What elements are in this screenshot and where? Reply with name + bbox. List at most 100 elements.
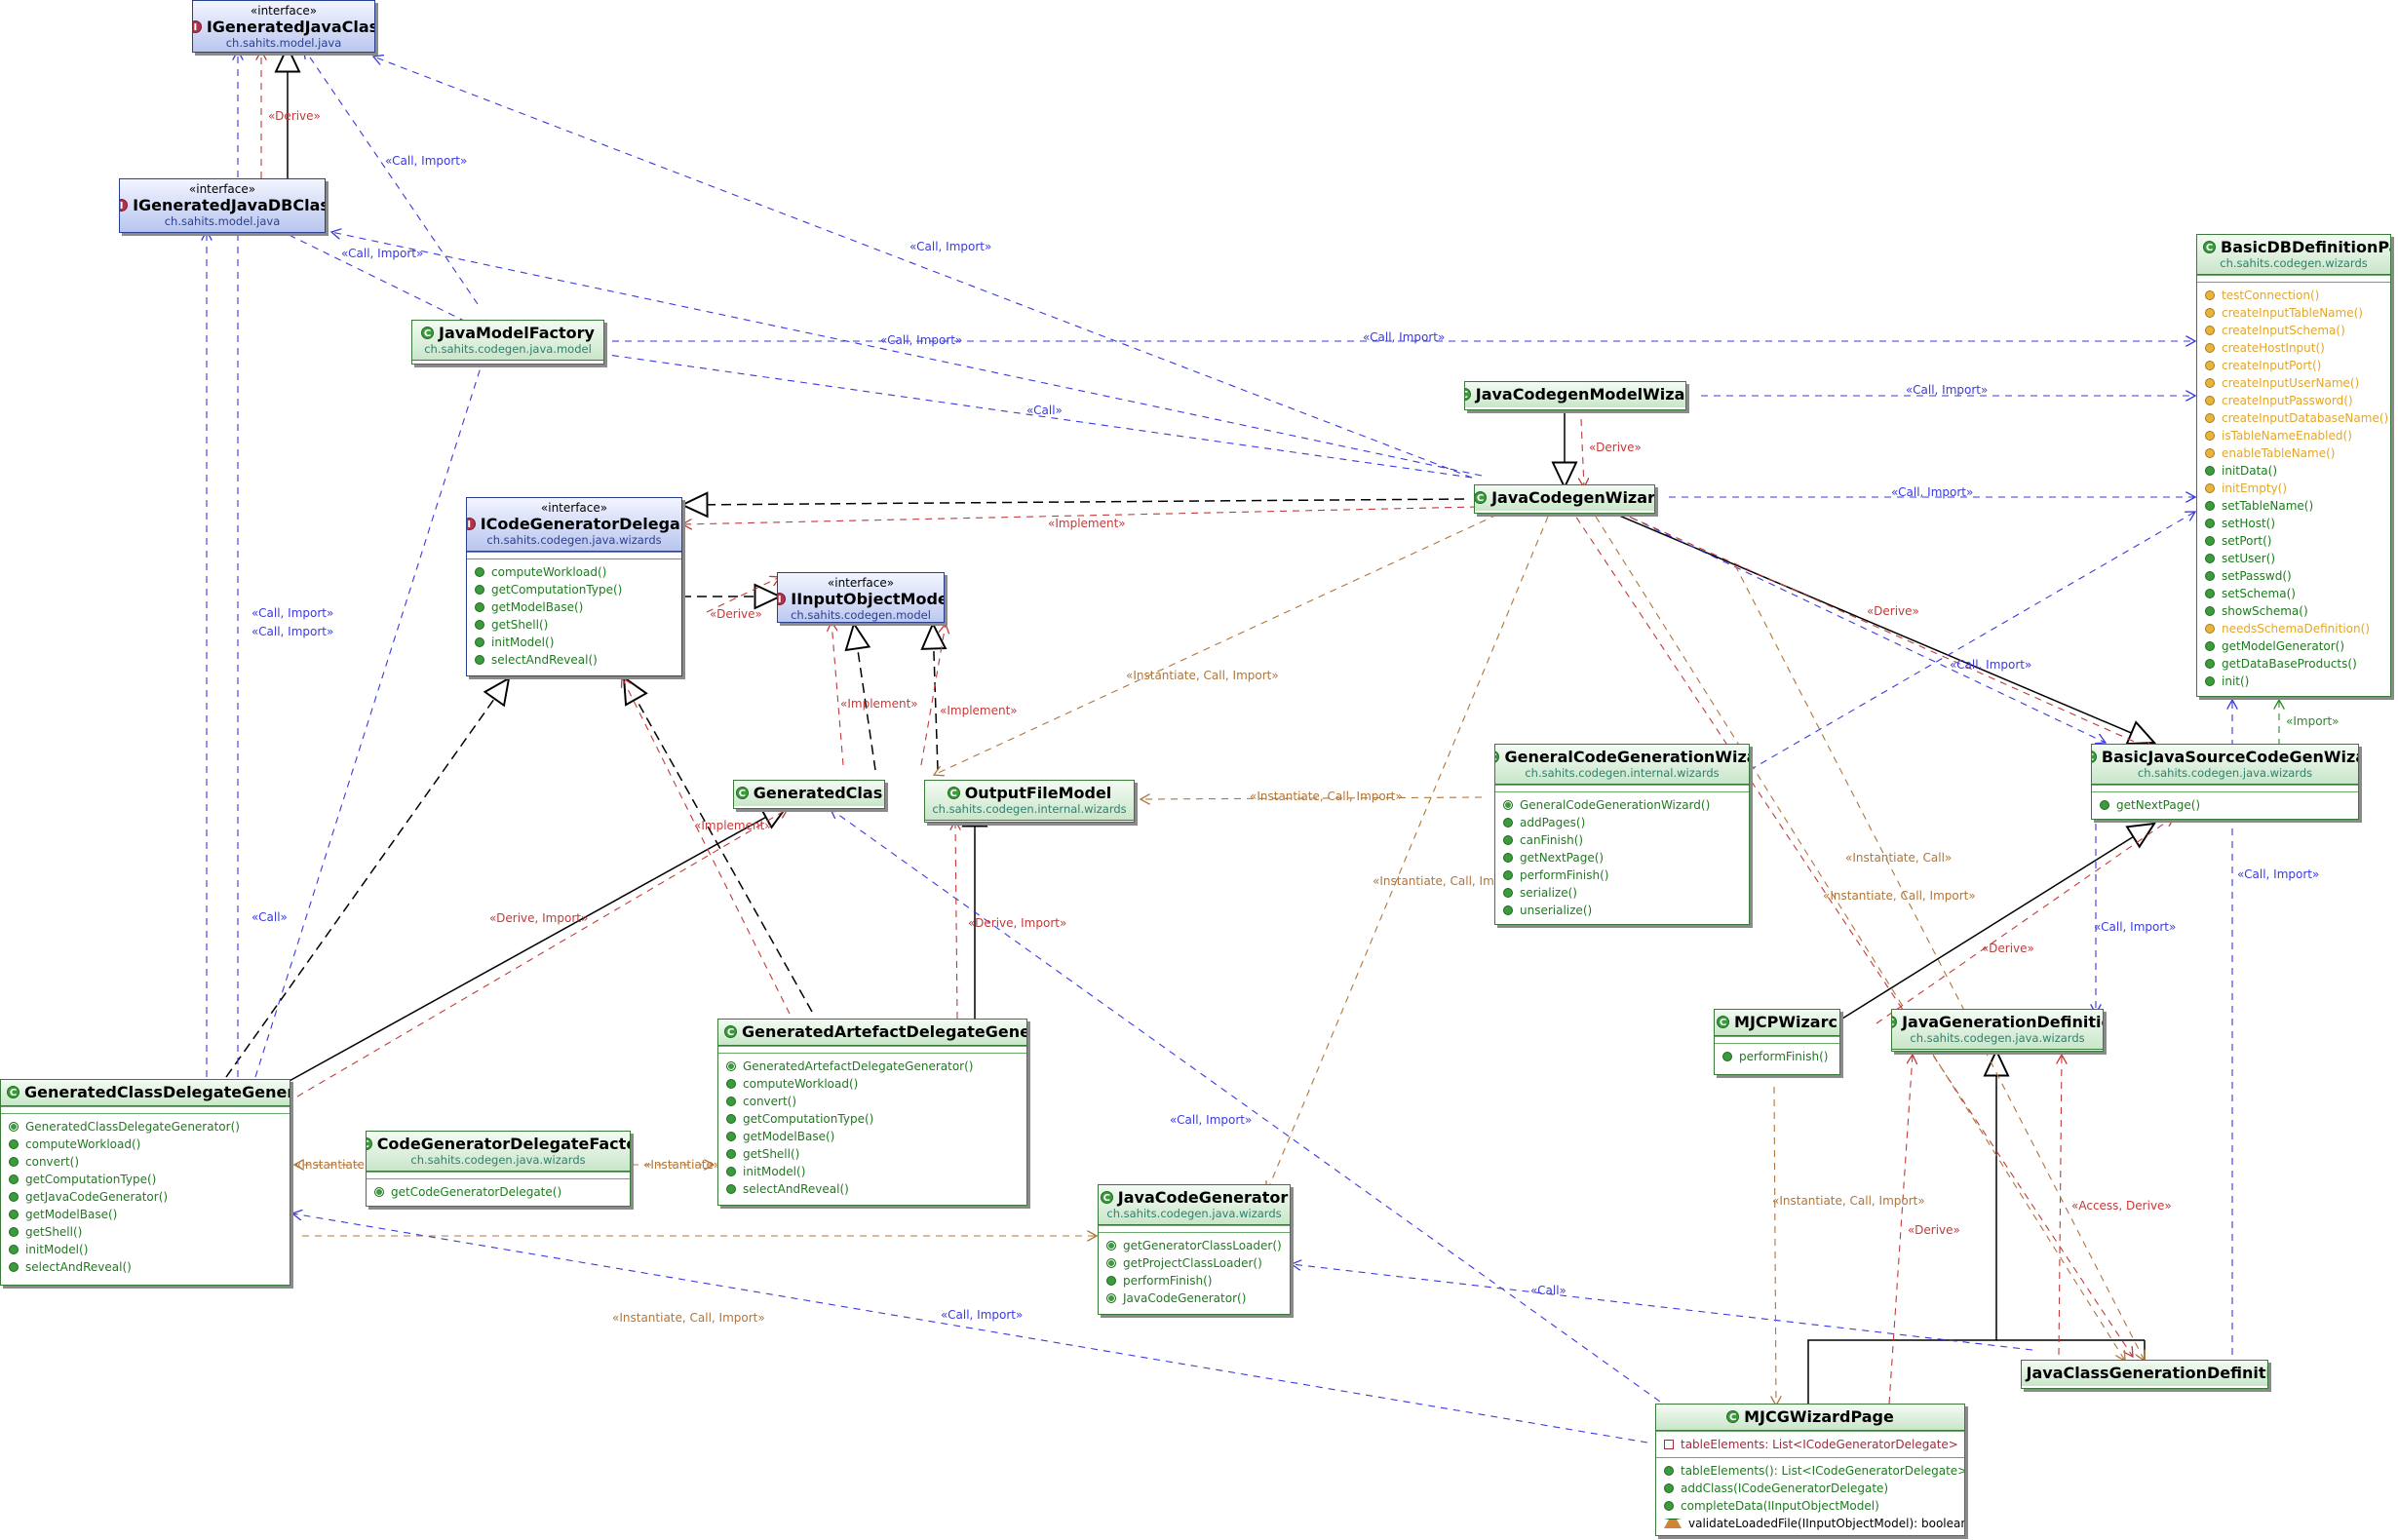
class-name: IGeneratedJavaClas (206, 18, 375, 36)
class-basicdbdefinitionpage[interactable]: CBasicDBDefinitionPag ch.sahits.codegen.… (2196, 234, 2391, 697)
method[interactable]: getShell() (718, 1145, 1026, 1163)
method[interactable]: showSchema() (2197, 602, 2390, 620)
method[interactable]: GeneratedClassDelegateGenerator() (1, 1118, 290, 1136)
method[interactable]: getModelBase() (718, 1128, 1026, 1145)
method[interactable]: serialize() (1495, 884, 1749, 902)
method[interactable]: createInputDatabaseName() (2197, 409, 2390, 427)
method[interactable]: initEmpty() (2197, 480, 2390, 497)
method[interactable]: setTableName() (2197, 497, 2390, 515)
method[interactable]: createInputUserName() (2197, 374, 2390, 392)
edge-label: «Call» (1026, 404, 1063, 417)
method[interactable]: performFinish() (1495, 866, 1749, 884)
method[interactable]: GeneratedArtefactDelegateGenerator() (718, 1058, 1026, 1075)
method[interactable]: setHost() (2197, 515, 2390, 532)
method[interactable]: getModelBase() (467, 598, 681, 616)
method[interactable]: createInputSchema() (2197, 322, 2390, 339)
method[interactable]: selectAndReveal() (467, 651, 681, 669)
method[interactable]: testConnection() (2197, 287, 2390, 304)
method[interactable]: setPort() (2197, 532, 2390, 550)
method-list: testConnection()createInputTableName()cr… (2197, 282, 2390, 694)
class-name: JavaCodeGenerator (1117, 1188, 1289, 1207)
class-javaclassgenerationdefinitic[interactable]: CJavaClassGenerationDefinitic (2021, 1360, 2268, 1389)
method[interactable]: addPages() (1495, 814, 1749, 831)
method-list: performFinish() (1715, 1043, 1839, 1069)
method[interactable]: getModelGenerator() (2197, 637, 2390, 655)
method[interactable]: getDataBaseProducts() (2197, 655, 2390, 673)
method[interactable]: setUser() (2197, 550, 2390, 567)
method[interactable]: computeWorkload() (467, 563, 681, 581)
method[interactable]: initModel() (718, 1163, 1026, 1180)
method[interactable]: getCodeGeneratorDelegate() (367, 1183, 630, 1201)
method[interactable]: createInputPort() (2197, 357, 2390, 374)
method-list: GeneratedClassDelegateGenerator() comput… (1, 1113, 290, 1280)
package-name: ch.sahits.codegen.model (791, 608, 931, 622)
class-name: JavaGenerationDefinitic (1902, 1013, 2104, 1031)
method[interactable]: isTableNameEnabled() (2197, 427, 2390, 444)
method[interactable]: initModel() (1, 1241, 290, 1258)
method[interactable]: selectAndReveal() (1, 1258, 290, 1276)
edge-label: «Instantiate, Call, Import» (612, 1311, 765, 1325)
method[interactable]: getModelBase() (1, 1206, 290, 1223)
class-generalcodegenerationwiza[interactable]: CGeneralCodeGenerationWiza ch.sahits.cod… (1494, 744, 1750, 925)
class-javagenerationdefinitic[interactable]: CJavaGenerationDefinitic ch.sahits.codeg… (1891, 1009, 2104, 1052)
method[interactable]: tableElements(): List<ICodeGeneratorDele… (1656, 1462, 1964, 1480)
class-codegeneratordelegatefacto[interactable]: CCodeGeneratorDelegateFacto ch.sahits.co… (366, 1131, 631, 1207)
method[interactable]: getComputationType() (718, 1110, 1026, 1128)
method[interactable]: GeneralCodeGenerationWizard() (1495, 796, 1749, 814)
field[interactable]: tableElements: List<ICodeGeneratorDelega… (1656, 1436, 1964, 1453)
method[interactable]: initModel() (467, 634, 681, 651)
method[interactable]: initData() (2197, 462, 2390, 480)
edge-label: «Implement» (694, 819, 772, 832)
method[interactable]: createHostInput() (2197, 339, 2390, 357)
method[interactable]: computeWorkload() (1, 1136, 290, 1153)
method[interactable]: getGeneratorClassLoader() (1099, 1237, 1290, 1254)
edge (254, 346, 487, 1078)
method[interactable]: selectAndReveal() (718, 1180, 1026, 1198)
method[interactable]: getComputationType() (467, 581, 681, 598)
method[interactable]: performFinish() (1715, 1048, 1839, 1065)
method[interactable]: getComputationType() (1, 1171, 290, 1188)
method[interactable]: enableTableName() (2197, 444, 2390, 462)
class-basicjavasourcecodegenwiza[interactable]: CBasicJavaSourceCodeGenWiza ch.sahits.co… (2091, 744, 2359, 820)
edge-label: «Access, Derive» (2071, 1199, 2172, 1213)
method[interactable]: JavaCodeGenerator() (1099, 1290, 1290, 1307)
method[interactable]: performFinish() (1099, 1272, 1290, 1290)
method[interactable]: setPasswd() (2197, 567, 2390, 585)
method[interactable]: getNextPage() (1495, 849, 1749, 866)
method[interactable]: unserialize() (1495, 902, 1749, 919)
method[interactable]: completeData(IInputObjectModel) (1656, 1497, 1964, 1515)
method[interactable]: createInputPassword() (2197, 392, 2390, 409)
method[interactable]: convert() (718, 1093, 1026, 1110)
method[interactable]: computeWorkload() (718, 1075, 1026, 1093)
method[interactable]: getShell() (467, 616, 681, 634)
method[interactable]: canFinish() (1495, 831, 1749, 849)
method[interactable]: setSchema() (2197, 585, 2390, 602)
method[interactable]: getProjectClassLoader() (1099, 1254, 1290, 1272)
method[interactable]: validateLoadedFile(IInputObjectModel): b… (1656, 1515, 1964, 1532)
method[interactable]: createInputTableName() (2197, 304, 2390, 322)
method[interactable]: addClass(ICodeGeneratorDelegate) (1656, 1480, 1964, 1497)
edge (2059, 1055, 2062, 1356)
class-javacodegenmodelwizar[interactable]: CJavaCodegenModelWizar (1464, 381, 1686, 410)
method[interactable]: needsSchemaDefinition() (2197, 620, 2390, 637)
method[interactable]: getShell() (1, 1223, 290, 1241)
package-name: ch.sahits.codegen.java.wizards (1106, 1207, 1282, 1220)
method[interactable]: init() (2197, 673, 2390, 690)
method[interactable]: getJavaCodeGenerator() (1, 1188, 290, 1206)
method[interactable]: convert() (1, 1153, 290, 1171)
method[interactable]: getNextPage() (2092, 796, 2358, 814)
edge-label: «Instantiate, Call, Import» (1373, 874, 1526, 888)
